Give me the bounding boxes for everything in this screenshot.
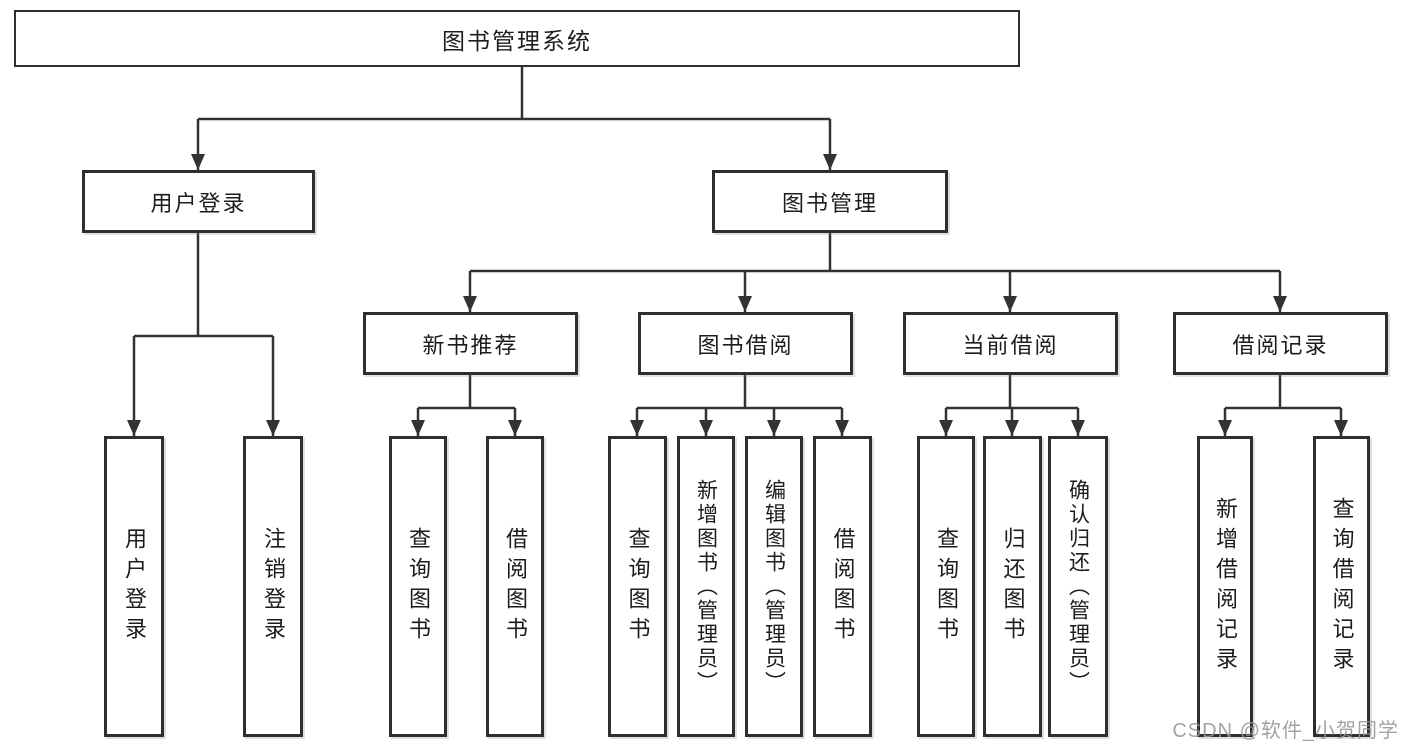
leaf-borrow-book: 借阅图书 <box>813 436 872 737</box>
leaf-label: 归还图书 <box>1000 526 1026 647</box>
leaf-label: 用户登录 <box>122 526 147 647</box>
leaf-query-borrow-record: 查询借阅记录 <box>1313 436 1370 737</box>
node-label: 图书管理系统 <box>442 27 592 54</box>
leaf-label: 确认归还（管理员） <box>1066 478 1090 695</box>
leaf-query-book-current: 查询图书 <box>917 436 975 737</box>
leaf-query-book-recommend: 查询图书 <box>389 436 447 737</box>
csdn-watermark: CSDN @软件_小贺同学 <box>1172 720 1399 742</box>
leaf-user-login: 用户登录 <box>104 436 164 737</box>
node-label: 图书管理 <box>781 190 878 216</box>
node-label: 新书推荐 <box>422 332 519 358</box>
node-library-system-root: 图书管理系统 <box>14 10 1020 67</box>
leaf-label: 新增借阅记录 <box>1213 496 1238 677</box>
node-current-borrow: 当前借阅 <box>903 312 1118 375</box>
leaf-confirm-return-admin: 确认归还（管理员） <box>1048 436 1108 737</box>
leaf-label: 借阅图书 <box>503 526 528 647</box>
node-label: 借阅记录 <box>1232 332 1329 358</box>
leaf-add-book-admin: 新增图书（管理员） <box>677 436 735 737</box>
leaf-add-borrow-record: 新增借阅记录 <box>1197 436 1253 737</box>
leaf-label: 编辑图书（管理员） <box>762 478 786 695</box>
node-borrow-records: 借阅记录 <box>1173 312 1388 375</box>
node-user-login: 用户登录 <box>82 170 315 233</box>
node-label: 图书借阅 <box>697 332 794 358</box>
leaf-query-book-borrow: 查询图书 <box>608 436 667 737</box>
leaf-borrow-book-recommend: 借阅图书 <box>486 436 544 737</box>
node-book-management: 图书管理 <box>712 170 948 233</box>
leaf-edit-book-admin: 编辑图书（管理员） <box>745 436 803 737</box>
leaf-label: 查询借阅记录 <box>1329 496 1355 677</box>
leaf-return-book: 归还图书 <box>983 436 1042 737</box>
leaf-label: 查询图书 <box>625 526 651 647</box>
node-label: 当前借阅 <box>962 332 1059 358</box>
node-new-book-recommend: 新书推荐 <box>363 312 578 375</box>
leaf-label: 新增图书（管理员） <box>694 478 718 695</box>
leaf-label: 查询图书 <box>406 526 431 647</box>
node-label: 用户登录 <box>150 190 247 216</box>
leaf-label: 注销登录 <box>261 526 286 647</box>
leaf-label: 借阅图书 <box>830 526 856 647</box>
leaf-label: 查询图书 <box>934 526 959 647</box>
node-book-borrow: 图书借阅 <box>638 312 853 375</box>
leaf-logout: 注销登录 <box>243 436 303 737</box>
